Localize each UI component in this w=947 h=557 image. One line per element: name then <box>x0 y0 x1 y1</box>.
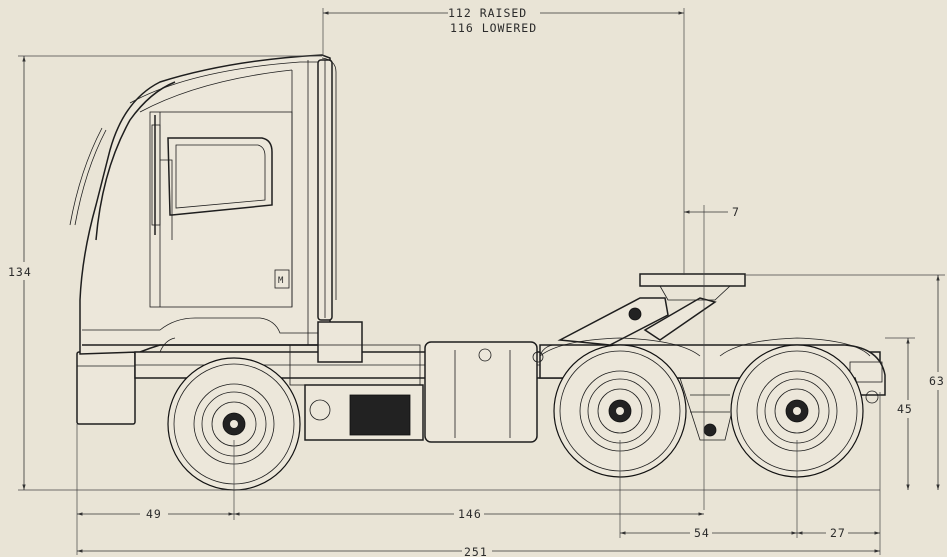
fuel-tank <box>424 341 538 443</box>
front-bumper <box>76 351 136 425</box>
dim-front-overhang: 49 <box>76 424 235 555</box>
dim-cab-to-fifth-wheel: 112 RAISED 116 LOWERED <box>322 6 685 275</box>
dim-label-raised: 112 RAISED <box>448 6 527 20</box>
dim-rear-overhang: 27 <box>797 526 880 540</box>
dim-label-fifth-wheel-height: 63 <box>929 374 945 388</box>
dim-label-tandem-spread: 54 <box>694 526 710 540</box>
cab-body <box>79 54 331 355</box>
svg-text:M: M <box>278 276 284 286</box>
wheel-drive-2 <box>730 344 864 478</box>
dim-fifth-wheel-offset: 7 <box>684 205 740 510</box>
fifth-wheel-mount <box>557 297 669 346</box>
dim-wheelbase: 146 <box>234 507 704 521</box>
wheel-drive-1 <box>553 344 687 478</box>
drivetrain-block <box>349 394 411 436</box>
dim-label-overall-length: 251 <box>464 545 488 557</box>
dim-overall-length: 251 <box>77 545 880 557</box>
dim-label-frame-height: 45 <box>897 402 913 416</box>
fifth-wheel-plate <box>639 273 746 287</box>
dim-label-front-overhang: 49 <box>146 507 162 521</box>
dim-fifth-wheel-height: 63 <box>745 274 945 490</box>
truck-outline: M <box>69 54 337 425</box>
dim-overall-height: 134 <box>8 55 880 491</box>
dim-frame-height: 45 <box>885 337 915 490</box>
dim-tandem-spread: 54 <box>619 392 881 555</box>
dim-label-offset: 7 <box>732 205 740 219</box>
door-window <box>167 137 273 216</box>
dim-label-lowered: 116 LOWERED <box>450 21 537 35</box>
dim-label-height: 134 <box>8 265 32 279</box>
dim-label-rear-overhang: 27 <box>830 526 846 540</box>
dim-label-wheelbase: 146 <box>458 507 482 521</box>
